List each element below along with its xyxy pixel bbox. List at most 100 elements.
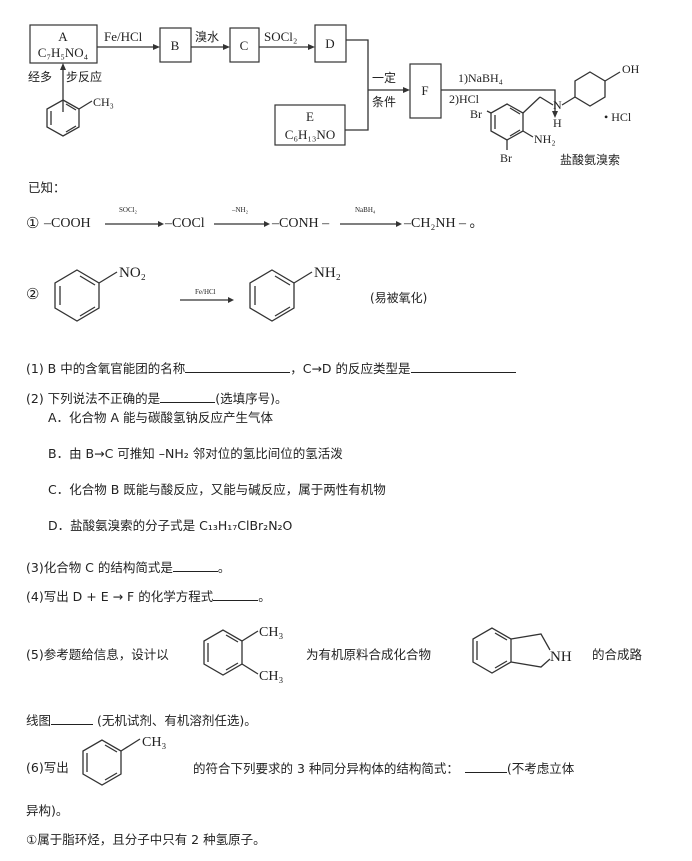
box-e — [274, 104, 346, 146]
product-hcl: • HCl — [604, 110, 632, 124]
step1-nabh4: 1)NaBH₄ — [458, 71, 503, 85]
question-3: (3)化合物 C 的结构简式是 。 — [26, 559, 230, 576]
q5-text-c: 的合成路 — [592, 647, 643, 662]
rule2-no2: NO₂ — [119, 265, 146, 281]
box-b-label: B — [171, 38, 180, 53]
q5-text-b: 为有机原料合成化合物 — [306, 647, 432, 662]
rule1-number: ① — [26, 216, 40, 232]
q4-tail: 。 — [258, 589, 271, 604]
option-d: D．盐酸氨溴索的分子式是 C₁₃H₁₇ClBr₂N₂O — [48, 518, 293, 533]
box-f-label: F — [421, 83, 428, 98]
arrowhead — [60, 63, 66, 70]
condition-top: 一定 — [372, 70, 396, 85]
q6-line-1: 的符合下列要求的 3 种同分异构体的结构简式： (不考虑立体 — [193, 760, 574, 777]
rule2-number: ② — [26, 287, 40, 303]
toluene-structure — [46, 99, 93, 137]
product-br1: Br — [470, 107, 482, 121]
reagent-socl2: SOCl₂ — [264, 29, 297, 44]
q5-nh: NH — [550, 649, 572, 665]
q1-blank-2[interactable] — [410, 360, 516, 373]
known-title: 已知： — [28, 180, 66, 195]
product-nh2: NH₂ — [534, 132, 556, 146]
toluene-structure — [82, 738, 141, 786]
box-c-label: C — [240, 38, 249, 53]
box-c — [229, 27, 260, 63]
arrowhead — [308, 44, 315, 50]
rule1-ch2nh: –CH₂NH – 。 — [404, 216, 484, 231]
q6-blank[interactable] — [464, 760, 507, 773]
product-n: N — [553, 98, 562, 112]
q3-blank[interactable] — [172, 559, 218, 572]
q5-ch3-top: CH₃ — [259, 625, 283, 640]
question-1: (1) B 中的含氧官能团的名称 ，C→D 的反应类型是 — [26, 360, 516, 377]
rule1-cooh: –COOH — [44, 216, 91, 231]
rule1-conh: –CONH – — [272, 216, 330, 231]
rule2-reagent: Fe/HCl — [195, 288, 216, 296]
rule1-reagent-socl2: SOCl₂ — [119, 206, 138, 214]
condition-bottom: 条件 — [372, 95, 396, 109]
toluene-ch3: CH₃ — [93, 95, 114, 109]
box-b — [159, 27, 192, 63]
q1-text-b: ，C→D 的反应类型是 — [290, 361, 411, 376]
arrowhead — [403, 87, 410, 93]
nitrobenzene-ring — [54, 269, 118, 322]
rule2-nh2: NH₂ — [314, 265, 341, 281]
q6-text-b: 的符合下列要求的 3 种同分异构体的结构简式： — [193, 761, 459, 776]
step2-hcl: 2)HCl — [449, 92, 480, 106]
q3-text: (3)化合物 C 的结构简式是 — [26, 560, 173, 575]
q5-line-2: 线图 (无机试剂、有机溶剂任选)。 — [26, 712, 257, 729]
arrowhead — [153, 44, 160, 50]
product-name: 盐酸氨溴索 — [560, 152, 620, 167]
box-d-label: D — [325, 36, 334, 51]
q2-text: (2) 下列说法不正确的是 — [26, 391, 161, 406]
option-a: A．化合物 A 能与碳酸氢钠反应产生气体 — [48, 410, 274, 425]
product-nh-h: H — [553, 116, 562, 130]
box-a-label: A — [58, 29, 68, 44]
q2-tail: (选填序号)。 — [215, 391, 288, 406]
start-label-right: 步反应 — [66, 69, 102, 84]
rule1-cocl: –COCl — [165, 216, 205, 231]
reagent-fe-hcl: Fe/HCl — [104, 29, 143, 44]
box-d — [314, 24, 347, 63]
rule1-reagent-nh2: –NH₂ — [232, 206, 249, 214]
question-4: (4)写出 D + E → F 的化学方程式。 — [26, 588, 271, 605]
ambroxol-structure — [486, 71, 621, 150]
question-2: (2) 下列说法不正确的是 (选填序号)。 — [26, 390, 287, 407]
q5-blank[interactable] — [51, 712, 94, 725]
product-br2: Br — [500, 151, 512, 165]
rule2-note: (易被氧化) — [370, 291, 428, 305]
start-label-left: 经多 — [28, 70, 52, 84]
q1-blank-1[interactable] — [185, 360, 291, 373]
q3-tail: 。 — [217, 560, 231, 575]
q5-line2-label: 线图 — [26, 713, 52, 728]
q6-condition-1: ①属于脂环烃，且分子中只有 2 种氢原子。 — [26, 832, 266, 847]
box-f — [409, 63, 442, 119]
q5-ch3-bottom: CH₃ — [259, 669, 283, 684]
q6-text-c: (不考虑立体 — [506, 761, 575, 776]
q2-blank[interactable] — [160, 390, 216, 403]
arrow-f-product — [441, 89, 556, 114]
reagent-bromine-water: 溴水 — [195, 30, 219, 44]
q6-text-a: (6)写出 — [26, 760, 69, 775]
box-e-formula: C₆H₁₃NO — [285, 127, 335, 142]
o-xylene-structure — [203, 629, 259, 676]
q1-text-a: (1) B 中的含氧官能团的名称 — [26, 361, 186, 376]
q4-blank[interactable] — [213, 588, 259, 601]
rule1-reagent-nabh4: NaBH₄ — [355, 206, 376, 214]
box-a — [29, 24, 98, 64]
box-e-label: E — [306, 109, 314, 124]
q5-text-a: (5)参考题给信息，设计以 — [26, 647, 169, 662]
isoindoline-structure — [472, 627, 551, 674]
box-a-formula: C₇H₅NO₄ — [38, 45, 89, 60]
product-oh: OH — [622, 62, 640, 76]
arrowhead — [223, 44, 230, 50]
synthesis-scheme: A C₇H₅NO₄ Fe/HCl B 溴水 C SOCl₂ D E C₆H₁₃N… — [28, 24, 640, 167]
option-b: B．由 B→C 可推知 –NH₂ 邻对位的氢比间位的氢活泼 — [48, 446, 343, 461]
merge-bracket — [345, 39, 369, 131]
q6-line-2: 异构)。 — [26, 803, 69, 818]
q5-line2-tail: (无机试剂、有机溶剂任选)。 — [93, 713, 257, 728]
arrowhead — [552, 111, 558, 118]
option-c: C．化合物 B 既能与酸反应，又能与碱反应，属于两性有机物 — [48, 482, 386, 497]
